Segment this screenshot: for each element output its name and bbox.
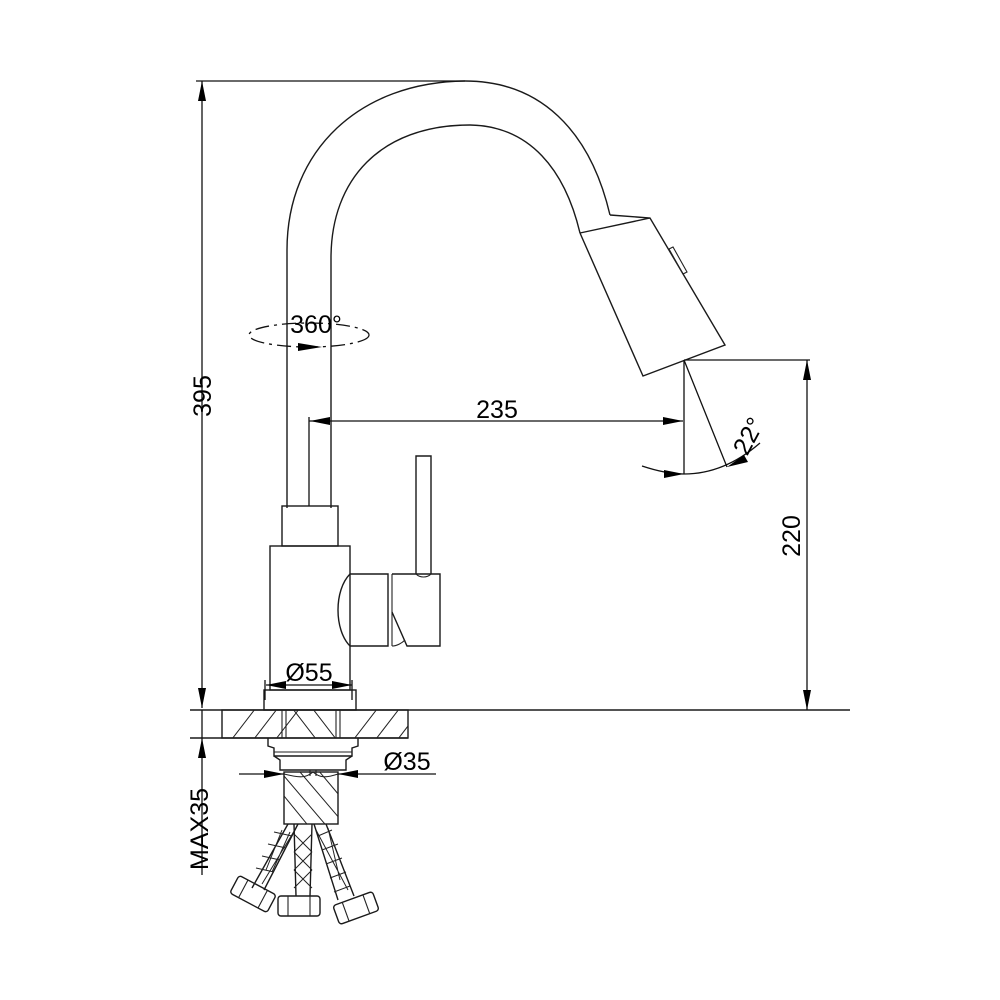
lever-housing [391,573,441,647]
hose-nut-left [230,875,276,913]
shank-body [283,771,339,825]
spout-outer [286,80,611,508]
dim-rotation-label: 360° [290,311,342,339]
dim-base-diameter [264,680,353,700]
dim-shank-diameter [239,770,436,778]
spout-inner [330,124,581,508]
dim-total-height [196,80,465,708]
dim-shank-diameter-label: Ø35 [383,748,430,776]
dim-spout-height-label: 220 [778,515,806,557]
dim-tilt-angle-label: 22° [728,413,770,460]
spray-joint [579,217,651,234]
lever-hub [337,573,389,647]
hose-nut-center [277,895,321,917]
spout-collar [281,505,339,547]
dim-reach [308,417,683,506]
supply-hoses [230,823,380,925]
lever-handle [415,455,432,574]
shank-nut-top [267,738,359,757]
dim-rotation [248,322,370,351]
dim-base-diameter-label: Ø55 [285,659,332,687]
dim-spout-height [683,359,811,710]
countertop-section [190,709,850,739]
hose-left [251,823,299,891]
shank-nut-body [273,755,353,771]
spray-head [579,214,727,377]
dim-total-height-label: 395 [189,375,217,417]
hose-nut-right [332,891,380,925]
dim-max-countertop [198,710,206,875]
dim-reach-label: 235 [476,396,518,424]
spray-button [668,246,688,275]
hose-center [293,823,313,897]
hose-right [313,823,355,901]
dim-max-countertop-label: MAX35 [186,788,214,870]
base-ring [263,689,357,711]
dim-tilt-angle [641,359,761,478]
lever-handle-base [415,573,432,578]
lever-arc [391,639,406,647]
mounting-shank [267,738,359,825]
